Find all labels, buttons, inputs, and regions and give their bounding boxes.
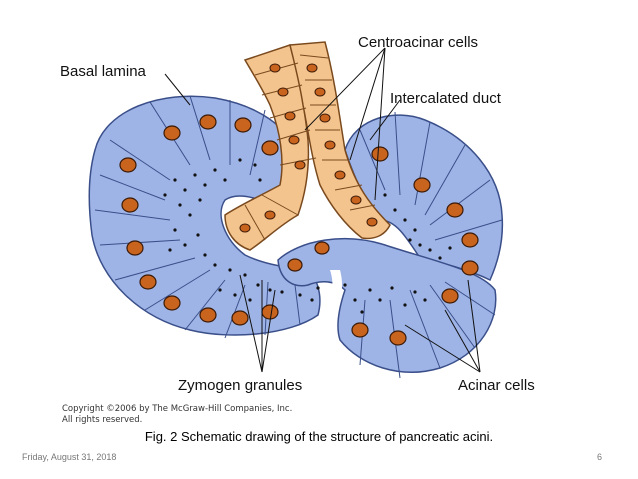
lumen bbox=[326, 270, 342, 318]
intercalated-duct bbox=[224, 44, 310, 251]
label-centroacinar-cells: Centroacinar cells bbox=[358, 34, 478, 51]
figure-caption: Fig. 2 Schematic drawing of the structur… bbox=[144, 429, 494, 444]
label-basal-lamina: Basal lamina bbox=[60, 63, 147, 80]
copyright-line-2: All rights reserved. bbox=[62, 415, 142, 425]
footer-date: Friday, August 31, 2018 bbox=[22, 452, 117, 462]
duct-nuclei bbox=[239, 63, 378, 233]
cell-borders bbox=[94, 95, 503, 379]
label-zymogen-granules: Zymogen granules bbox=[178, 377, 302, 394]
acinar-nuclei bbox=[119, 114, 479, 346]
label-acinar-cells: Acinar cells bbox=[458, 377, 535, 394]
copyright-line-1: Copyright ©2006 by The McGraw-Hill Compa… bbox=[62, 404, 292, 414]
label-intercalated-duct: Intercalated duct bbox=[390, 90, 502, 107]
zymogen-granule-dots bbox=[163, 158, 452, 314]
page-number: 6 bbox=[596, 452, 602, 462]
leader-lines bbox=[164, 47, 481, 373]
duct-cell-borders bbox=[244, 54, 376, 241]
